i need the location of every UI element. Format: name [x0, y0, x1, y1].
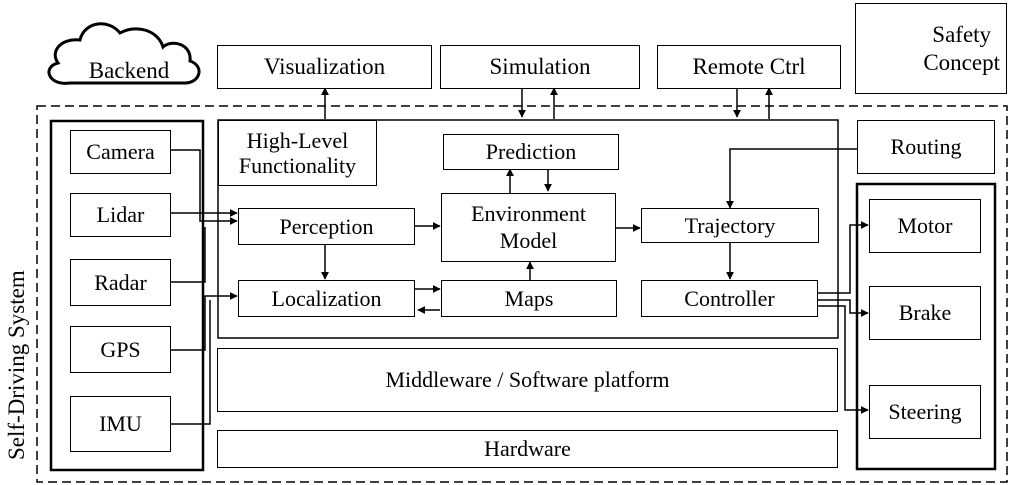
safety-concept-block: Safety Concept — [855, 3, 1007, 94]
actuator-steering: Steering — [869, 385, 981, 439]
actuator-brake: Brake — [869, 286, 981, 340]
high-level-frame — [217, 119, 839, 339]
cloud-icon — [47, 22, 201, 85]
prediction-block: Prediction — [443, 134, 619, 170]
perception-block: Perception — [238, 208, 415, 245]
high-level-label-line1: High-Level — [246, 127, 349, 153]
sensor-lidar: Lidar — [70, 193, 171, 237]
trajectory-block: Trajectory — [641, 208, 819, 243]
backend-label: Backend — [88, 57, 170, 83]
environment-line1: Environment — [471, 201, 586, 227]
system-label: Self-Driving System — [4, 270, 29, 460]
sensor-group-frame — [49, 119, 205, 472]
visualization-block: Visualization — [217, 45, 432, 89]
sensor-imu: IMU — [70, 396, 171, 452]
hardware-block: Hardware — [217, 430, 838, 468]
environment-model-block: Environment Model — [441, 193, 616, 262]
maps-block: Maps — [441, 280, 617, 317]
high-level-label-line2: Functionality — [238, 153, 357, 178]
sensor-gps: GPS — [70, 326, 171, 373]
routing-block: Routing — [857, 120, 995, 174]
safety-label-line1: Safety — [932, 21, 992, 47]
controller-block: Controller — [641, 280, 818, 317]
actuator-group-frame — [855, 182, 997, 471]
sensor-camera: Camera — [70, 130, 171, 174]
safety-label-line2: Concept — [923, 49, 1000, 75]
environment-line2: Model — [499, 227, 558, 253]
simulation-block: Simulation — [440, 45, 640, 89]
middleware-block: Middleware / Software platform — [217, 348, 838, 412]
high-level-label: High-Level Functionality — [218, 120, 377, 186]
sensor-radar: Radar — [70, 259, 171, 306]
remote-ctrl-block: Remote Ctrl — [657, 45, 841, 89]
localization-block: Localization — [238, 280, 415, 317]
actuator-motor: Motor — [869, 199, 981, 253]
